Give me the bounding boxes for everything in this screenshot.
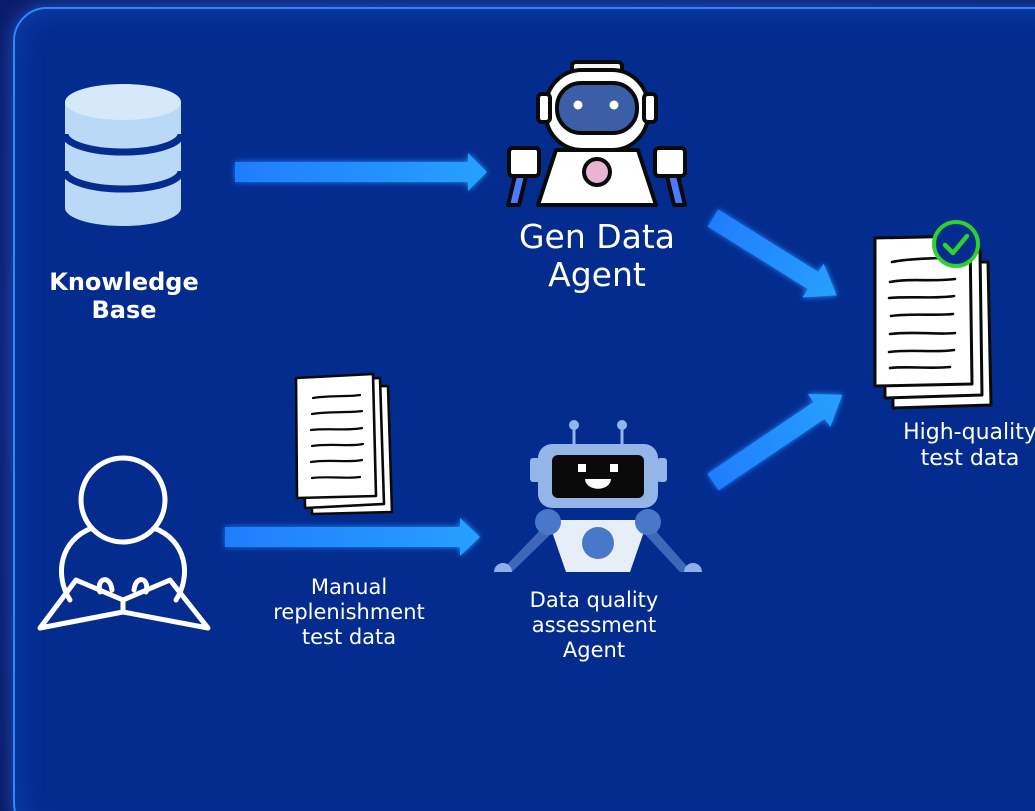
dq-agent-line1: Data quality <box>529 588 659 612</box>
small-robot-icon <box>480 420 720 592</box>
output-label: High-quality test data <box>840 420 1035 472</box>
knowledge-base-line1: Knowledge <box>49 268 199 296</box>
person-reading-icon <box>37 455 211 631</box>
dq-agent-line2: assessment <box>531 612 657 637</box>
arrow-gen-to-output <box>707 209 837 298</box>
arrow-dq-to-output <box>707 393 843 491</box>
manual-document-icon <box>294 372 394 516</box>
checkmark-icon <box>932 220 980 268</box>
manual-data-line3: test data <box>301 624 397 649</box>
arrow-kb-to-gen <box>235 153 487 191</box>
gen-agent-line2: Agent <box>548 254 646 294</box>
manual-data-label: Manual replenishment test data <box>242 575 456 649</box>
output-line2: test data <box>920 445 1020 471</box>
dq-agent-label: Data quality assessment Agent <box>488 588 700 662</box>
robot-icon <box>506 60 687 207</box>
output-line1: High-quality <box>903 420 1035 445</box>
manual-data-line2: replenishment <box>273 599 425 624</box>
gen-agent-label: Gen Data Agent <box>490 218 704 294</box>
manual-data-line1: Manual <box>310 575 388 599</box>
gen-agent-line1: Gen Data <box>518 217 676 256</box>
dq-agent-line3: Agent <box>562 637 626 662</box>
arrow-manual-to-dq <box>225 518 480 556</box>
database-icon <box>61 84 185 226</box>
document-stack-icon <box>873 234 993 410</box>
diagram-panel <box>13 7 1035 811</box>
knowledge-base-label: Knowledge Base <box>18 268 230 325</box>
knowledge-base-line2: Base <box>91 296 157 325</box>
